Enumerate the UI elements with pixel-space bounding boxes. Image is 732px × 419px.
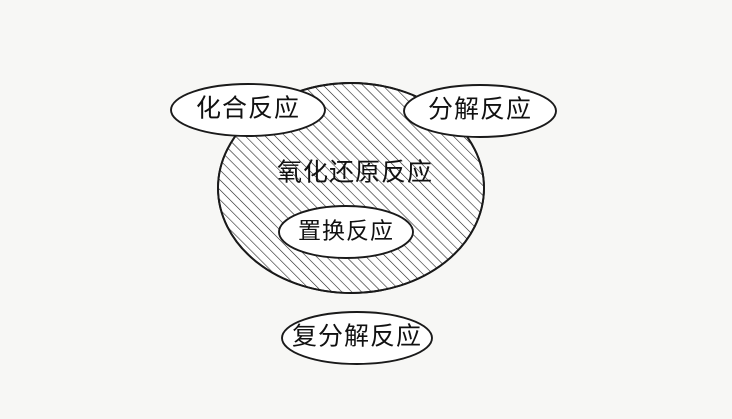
set-metathesis-label: 复分解反应 (292, 323, 422, 351)
set-combination-ellipse[interactable] (170, 83, 326, 137)
set-displacement-ellipse[interactable] (278, 205, 414, 259)
set-metathesis-ellipse[interactable] (281, 311, 433, 365)
set-decomposition-ellipse[interactable] (403, 84, 557, 138)
set-displacement-label: 置换反应 (298, 218, 394, 243)
set-decomposition-label: 分解反应 (428, 96, 532, 124)
set-redox-outline-overlay (217, 82, 485, 294)
set-redox-label: 氧化还原反应 (277, 159, 433, 187)
set-combination-label: 化合反应 (196, 95, 300, 123)
